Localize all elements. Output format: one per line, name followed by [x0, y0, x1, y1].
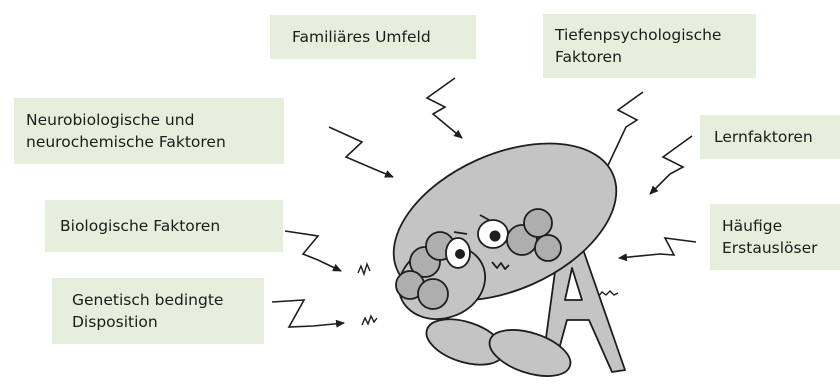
left-hand — [418, 279, 448, 309]
arrow-biologische — [285, 231, 341, 271]
arrow-genetisch — [272, 300, 344, 327]
arrow-tiefenpsychologische — [603, 92, 643, 176]
tremor-mark — [358, 264, 370, 274]
left-pupil — [455, 249, 465, 259]
arrow-erstausloeser — [619, 238, 696, 258]
arrow-neurobiologische — [329, 127, 393, 177]
right-hand — [524, 209, 552, 237]
anxious-figure — [370, 112, 641, 385]
right-pupil — [490, 231, 501, 242]
arrow-lernfaktoren — [650, 136, 692, 194]
tremor-mark — [598, 291, 618, 297]
right-hand — [535, 235, 561, 261]
tremor-mark — [362, 316, 377, 325]
arrow-familiaeres-umfeld — [427, 78, 462, 138]
